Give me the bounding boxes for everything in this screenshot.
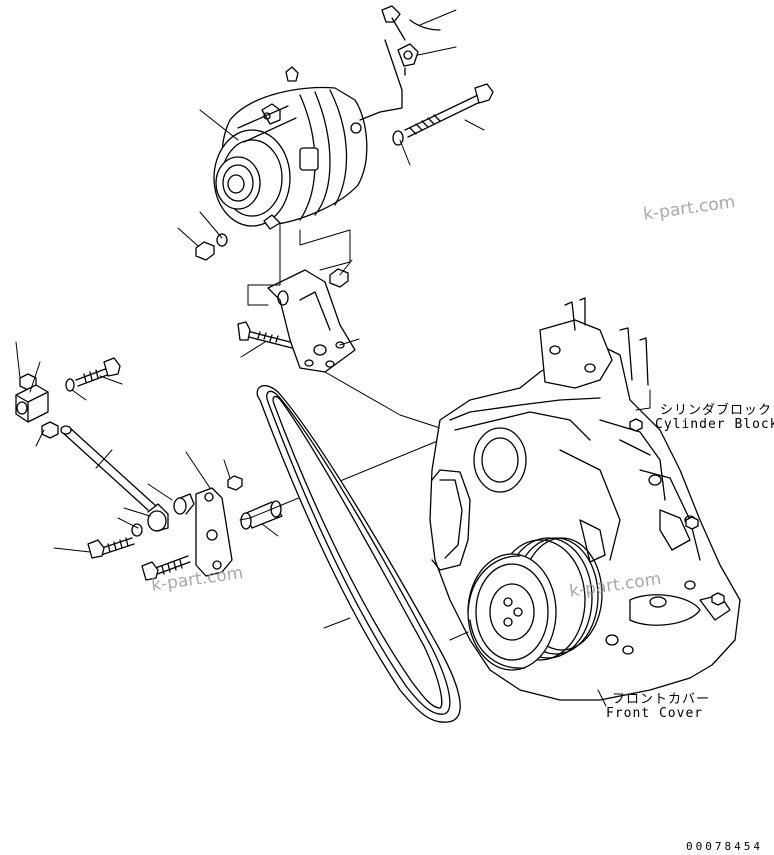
sleeve [241, 501, 282, 529]
alternator-nuts [196, 234, 348, 287]
front-cover-label-en: Front Cover [606, 706, 704, 721]
long-rod [61, 426, 242, 536]
crankshaft-pulley [450, 538, 602, 670]
alternator-bracket [238, 270, 355, 372]
spacer-blocks [16, 374, 74, 438]
adjust-plate [196, 488, 232, 576]
cylinder-block-label-jp: シリンダブロック [660, 403, 773, 418]
document-number: 00078454 [686, 840, 763, 853]
v-belt [257, 386, 460, 723]
front-cover-label-jp: フロントカバー [612, 692, 711, 707]
cylinder-block-label-en: Cylinder Block [655, 417, 774, 432]
bolt-small-left [76, 358, 120, 386]
long-bolt-upper [393, 84, 493, 145]
terminal-lead [360, 6, 440, 120]
alternator [214, 67, 367, 229]
cover-fasteners [630, 419, 724, 605]
bolt-lower-left [88, 538, 190, 580]
